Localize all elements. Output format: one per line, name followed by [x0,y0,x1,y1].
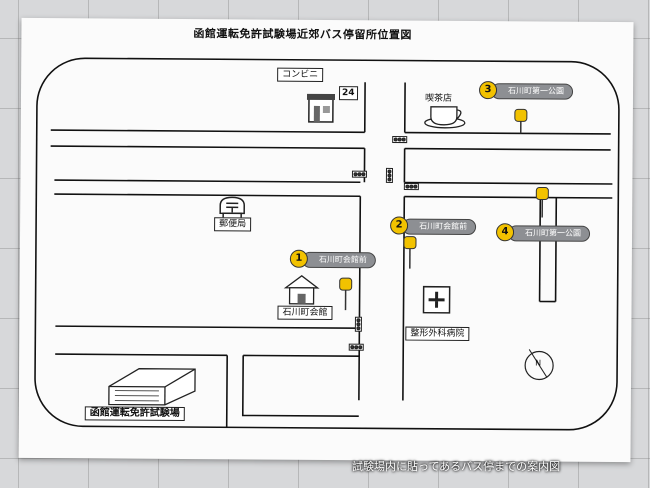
photo-caption: 試験場内に貼ってあるバス停までの案内図 [352,460,561,473]
clinic-icon [422,285,451,314]
outer-road [34,57,620,431]
road-mid [54,179,613,185]
traffic-light-6 [348,343,364,351]
traffic-light-5 [354,316,362,332]
post-office-icon [219,196,245,223]
bus-stop-2-marker: 2 [390,216,409,235]
cafe-label: 喫茶店 [424,93,453,104]
ishikawa-hall-label: 石川町会館 [277,305,333,321]
bus-stop-4-marker: 4 [495,223,515,242]
main-road-west [358,82,366,401]
side-street-south [225,355,359,428]
road-mid-b [54,193,613,199]
map-board: 函館運転免許試験場近郊バス停留所位置図 コンビニ 24 喫茶店 郵便局 石川町会… [18,17,634,463]
road-south-b [55,353,360,358]
traffic-light-1 [392,135,408,144]
map-roads [34,57,620,431]
bus-stop-3-name: 石川町第一公園 [490,83,574,100]
test-center-building-icon [108,368,196,406]
bus-stop-4-name: 石川町第一公園 [507,225,591,242]
road-south [55,325,360,330]
clinic-label: 整形外科病院 [405,326,470,342]
compass-icon [524,349,554,381]
bus-stop-3-marker: 3 [478,81,498,100]
bus-stop-pole-3 [514,108,528,134]
traffic-light-4 [403,183,419,191]
bus-stop-pole-2 [403,236,417,269]
bus-stop-1-name: 石川町会館前 [301,251,376,269]
traffic-light-2 [351,170,367,178]
bus-stop-pole-4 [535,186,549,218]
side-street-east [538,197,558,303]
road-north-b [50,145,611,151]
map-title: 函館運転免許試験場近郊バス停留所位置図 [193,27,412,42]
ishikawa-hall-icon [283,275,320,305]
compass-north-label: N [535,358,542,368]
road-north [50,129,611,135]
test-center-label: 函館運転免許試験場 [84,406,185,422]
convenience-store-icon [306,93,336,123]
cafe-cup-icon [424,106,466,129]
traffic-light-3 [385,167,394,183]
post-office-label: 郵便局 [214,217,252,232]
bus-stop-1-marker: 1 [289,249,308,268]
convenience-store-label: コンビニ [277,67,324,82]
convenience-number-sign: 24 [338,86,358,101]
bus-stop-2-name: 石川町会館前 [402,218,477,236]
bus-stop-pole-1 [339,277,353,311]
